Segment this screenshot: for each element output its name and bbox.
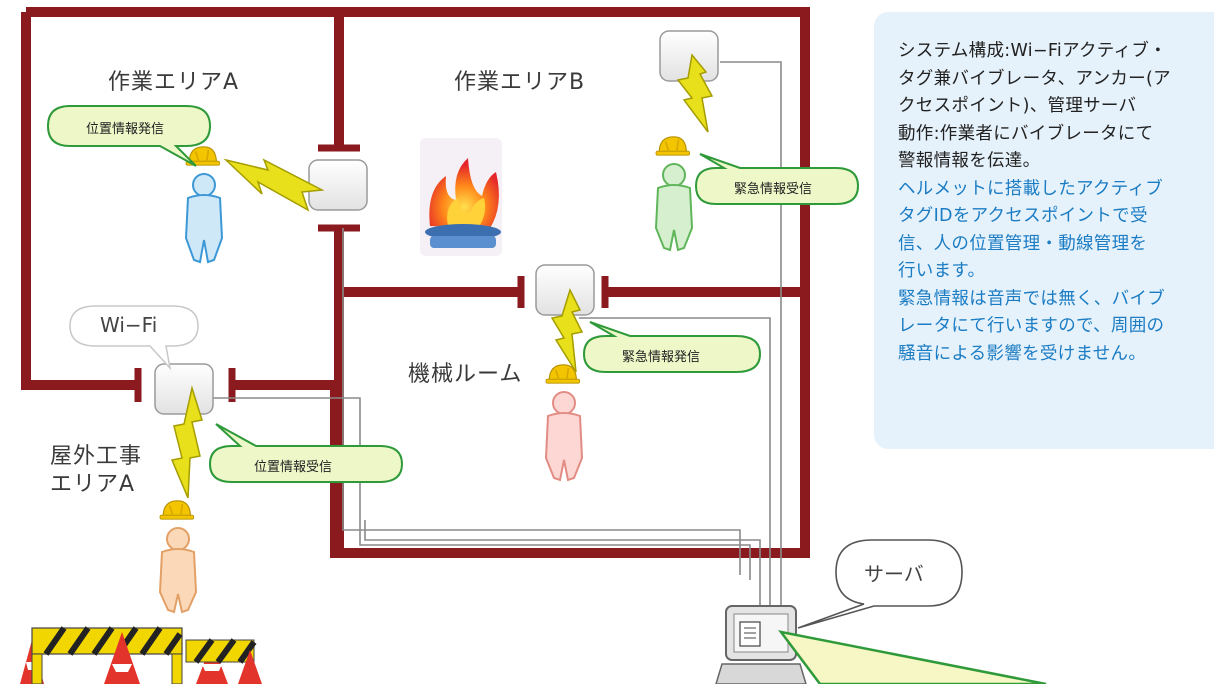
network-cables [210, 61, 782, 615]
bubble-shapes [46, 105, 860, 483]
door-caps [134, 144, 609, 402]
server-projection [778, 630, 1047, 684]
server-label: サーバ [864, 562, 924, 586]
bubble-position-send: 位置情報発信 [86, 122, 165, 137]
bubble-position-receive-shape [208, 423, 404, 483]
wifi-bubble-shape [69, 305, 199, 371]
info-line: ヘルメットに搭載したアクティブ [898, 178, 1164, 199]
room-label-work-area-a: 作業エリアA [108, 70, 240, 95]
server-callout-shape [797, 539, 963, 629]
worker-area-b [654, 136, 694, 252]
info-line: 緊急情報は音声では無く、バイブ [898, 288, 1165, 309]
info-line: タグIDをアクセスポイントで受 [898, 206, 1148, 226]
fire-icon [420, 138, 502, 256]
wall-segment [26, 7, 810, 558]
worker-area-a [184, 146, 224, 264]
bubble-position-receive: 位置情報受信 [254, 460, 333, 475]
info-panel: システム構成:Wi−Fiアクティブ・ タグ兼バイブレータ、アンカー(ア クセスポ… [874, 12, 1214, 449]
construction-barricade [20, 626, 262, 684]
lightning-icon [550, 287, 584, 373]
room-label-work-area-b: 作業エリアB [454, 70, 586, 95]
info-line: 信、人の位置管理・動線管理を [898, 233, 1148, 254]
info-line: 動作:作業者にバイブレータにて [898, 123, 1154, 144]
worker-machine-room [544, 363, 584, 482]
signal-bolts [170, 53, 714, 499]
info-line: 行います。 [898, 261, 986, 281]
access-point-outdoor [154, 363, 214, 415]
wall-segment [21, 12, 136, 390]
lightning-icon [170, 385, 203, 499]
bubble-emergency-send: 緊急情報発信 [622, 350, 701, 365]
info-line: 警報情報を伝達。 [898, 151, 1041, 171]
building-walls [21, 7, 810, 558]
info-line: タグ兼バイブレータ、アンカー(ア [898, 68, 1171, 89]
room-label-machine-room: 機械ルーム [408, 362, 523, 387]
info-line: システム構成:Wi−Fiアクティブ・ [898, 41, 1167, 61]
bubble-emergency-receive-shape [694, 153, 860, 205]
worker-outdoor [158, 499, 198, 614]
room-label-outdoor-line2: エリアA [50, 472, 136, 497]
lightning-icon [223, 158, 325, 212]
info-line: 騒音による影響を受けません。 [898, 343, 1147, 364]
info-line: レータにて行いますので、周囲の [898, 316, 1165, 336]
access-point-door-a [308, 159, 368, 211]
info-line: クセスポイント)、管理サーバ [898, 96, 1137, 116]
wifi-label: Wi−Fi [100, 313, 158, 337]
lightning-icon [676, 53, 714, 133]
bubble-emergency-receive: 緊急情報受信 [734, 182, 813, 197]
bubble-emergency-send-shape [582, 321, 762, 373]
server-computer [715, 605, 807, 684]
room-label-outdoor-line1: 屋外工事 [50, 444, 143, 469]
bubble-position-send-shape [46, 105, 212, 167]
access-points [154, 30, 719, 415]
